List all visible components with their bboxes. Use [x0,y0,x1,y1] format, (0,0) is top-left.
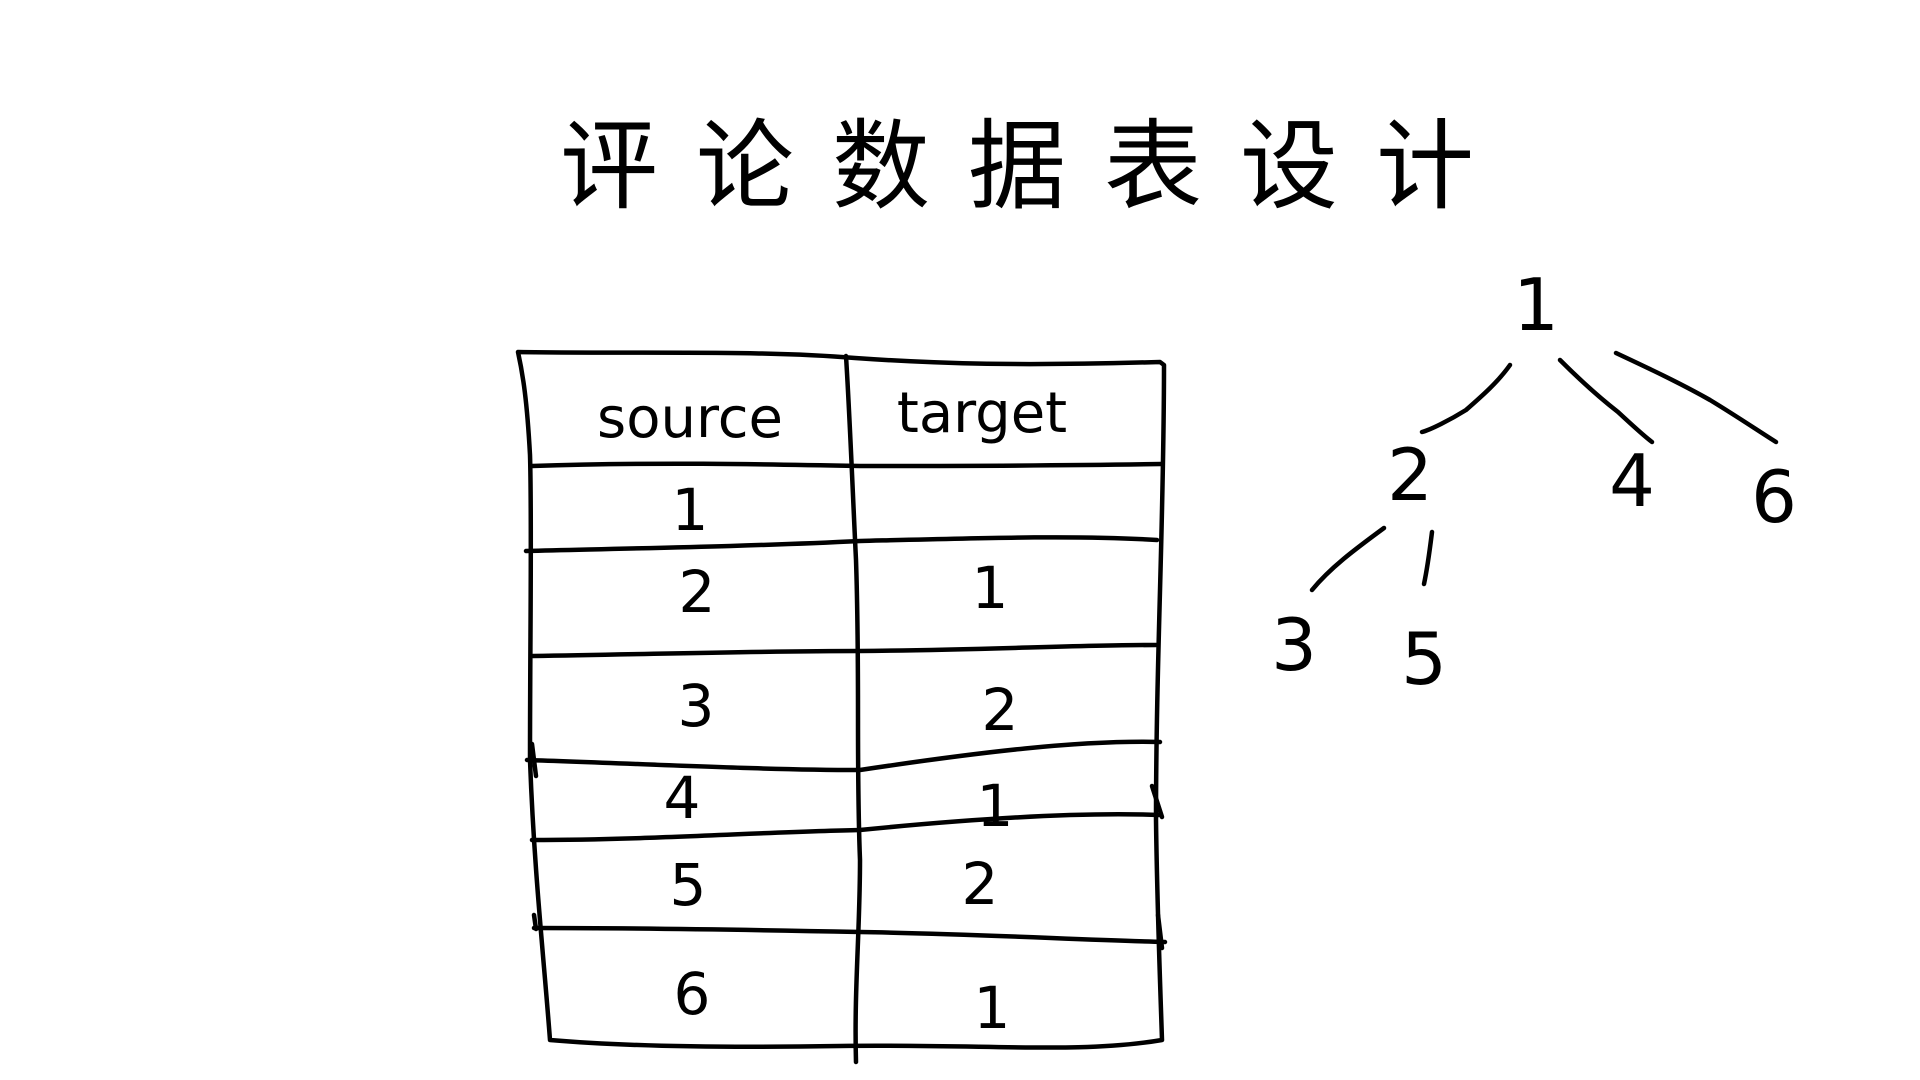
table-tick-left-1 [529,741,539,779]
table-row-line-5 [531,925,1168,945]
tree-edge [1421,529,1435,587]
comment-tree: 1 2 4 6 3 5 [1271,263,1797,701]
table-cell-source: 2 [679,558,716,626]
tree-node-1: 1 [1513,263,1559,347]
table-cell-target: 2 [982,676,1019,744]
table-cell-target: 1 [974,974,1011,1042]
tree-node-6: 6 [1751,455,1797,539]
table-row-line-header [529,461,1164,469]
tree-node-4: 4 [1609,439,1655,523]
table-tick-right-2 [1155,912,1165,951]
table-row-line-3 [524,739,1163,773]
table-cell-target: 1 [972,554,1009,622]
tree-edge [1309,525,1387,593]
table-row-line-1 [523,535,1160,554]
table-tick-right-1 [1149,783,1165,820]
tree-node-3: 3 [1271,603,1317,687]
table-tick-left-2 [531,912,539,932]
tree-edge [1557,357,1655,445]
table-row-line-4 [529,811,1162,843]
tree-node-5: 5 [1401,617,1447,701]
table-cell-source: 5 [670,851,707,919]
table-outer-border [515,349,1167,1050]
tree-node-2: 2 [1387,433,1433,517]
table-cell-source: 3 [678,672,715,740]
tree-edge [1613,350,1779,445]
table-cell-target: 1 [977,772,1014,840]
table-row-line-2 [530,642,1159,659]
table-cell-source: 4 [664,764,701,832]
comment-table: source target 1 2 1 3 2 4 1 5 2 6 1 [515,349,1168,1065]
table-cell-source: 1 [672,476,709,544]
table-cell-source: 6 [674,960,711,1028]
table-column-divider [843,353,863,1065]
table-header-target: target [897,381,1067,446]
diagram-title: 评论数据表设计 [560,110,1512,224]
tree-edge [1419,362,1513,435]
table-header-source: source [597,386,783,451]
table-cell-target: 2 [962,850,999,918]
